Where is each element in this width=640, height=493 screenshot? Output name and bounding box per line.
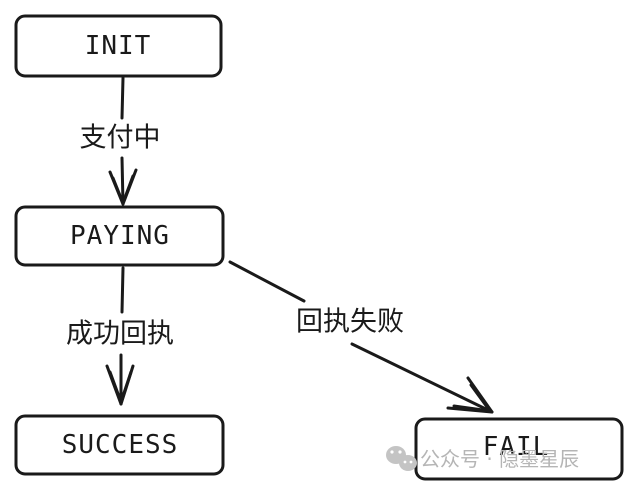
- state-success: SUCCESS: [14, 414, 225, 476]
- edge-label-init-to-paying: 支付中: [80, 123, 161, 154]
- edge-label-paying-to-fail: 回执失败: [296, 307, 404, 338]
- state-label-paying: PAYING: [70, 221, 170, 251]
- state-fail: FAIL: [414, 417, 624, 481]
- wechat-icon: [386, 446, 417, 471]
- watermark: 公众号 · 隐墨星辰: [386, 446, 579, 471]
- state-label-init: INIT: [85, 31, 152, 61]
- state-paying: PAYING: [14, 205, 225, 267]
- state-label-success: SUCCESS: [62, 430, 179, 460]
- watermark-text: 公众号 · 隐墨星辰: [420, 447, 579, 471]
- edge-label-paying-to-success: 成功回执: [66, 319, 174, 350]
- state-init: INIT: [14, 14, 223, 78]
- edge-paying-to-fail: [228, 260, 494, 414]
- edge-paying-to-success: [105, 266, 135, 406]
- state-label-fail: FAIL: [483, 432, 550, 462]
- edge-init-to-paying: [108, 76, 138, 206]
